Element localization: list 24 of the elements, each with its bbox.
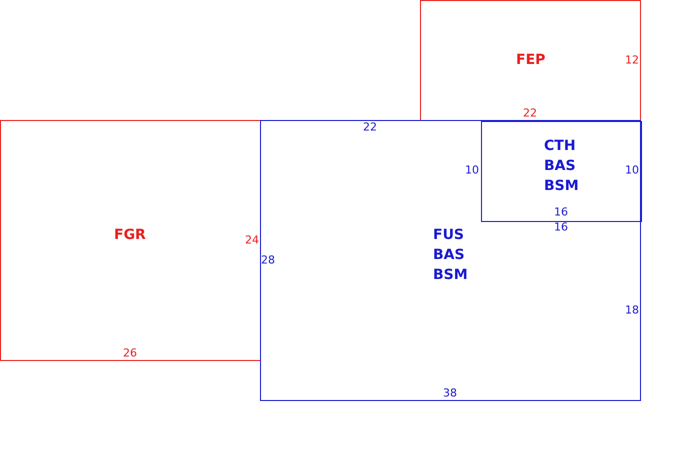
room-code: BSM [433,266,468,285]
room-code: FEP [516,51,546,70]
room-code: BAS [544,157,576,176]
dimension-label: 24 [245,234,259,246]
room-outline [0,120,261,361]
dimension-label: 16 [554,206,568,218]
room-code: FGR [114,226,146,245]
room-code: FUS [433,226,464,245]
dimension-label: 22 [363,120,377,134]
room-code: BAS [433,246,465,265]
room-outline [260,120,641,401]
dimension-label: 12 [625,54,639,66]
dimension-label: 28 [261,254,275,266]
dimension-label: 10 [625,164,639,176]
room-outline [420,0,641,121]
room-code: CTH [544,137,576,156]
dimension-label: 16 [554,220,568,234]
room-code: BSM [544,177,579,196]
dimension-label: 10 [465,164,479,176]
room-outline [481,121,642,222]
dimension-label: 26 [123,346,137,360]
dimension-label: 22 [523,106,537,120]
dimension-label: 38 [443,386,457,400]
dimension-label: 18 [625,304,639,316]
